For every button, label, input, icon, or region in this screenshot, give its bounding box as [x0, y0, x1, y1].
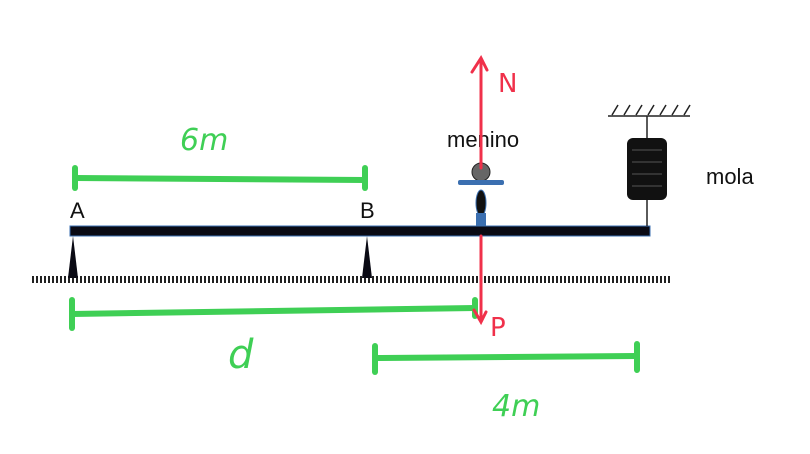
annotation-p: P — [490, 313, 506, 343]
dimension-lines — [69, 165, 640, 375]
annotation-6m: 6m — [180, 123, 228, 158]
annotation-d: d — [228, 332, 254, 378]
support-b — [362, 236, 372, 278]
ground — [30, 276, 670, 283]
label-a: A — [70, 198, 85, 223]
force-arrows — [470, 54, 489, 326]
spring-icon — [627, 116, 667, 226]
annotation-4m: 4m — [492, 389, 540, 424]
ceiling — [608, 104, 691, 117]
label-spring: mola — [706, 164, 754, 189]
label-boy: menino — [447, 127, 519, 152]
boy-icon — [458, 162, 504, 226]
label-b: B — [360, 198, 375, 223]
annotation-n: N — [498, 69, 517, 99]
support-a — [68, 236, 78, 278]
beam — [69, 225, 651, 237]
